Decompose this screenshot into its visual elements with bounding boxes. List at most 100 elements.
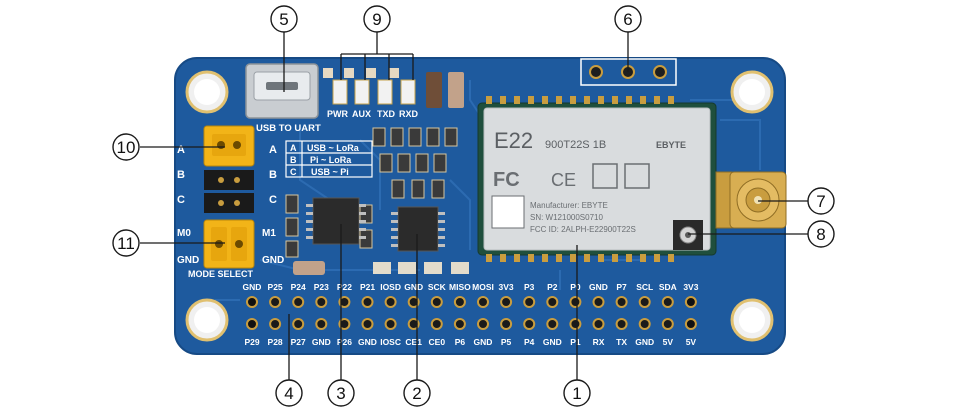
- gpio-bottom-label: 5V: [663, 337, 674, 347]
- gpio-bottom-label: P29: [244, 337, 259, 347]
- jumper-right-c: C: [269, 194, 277, 206]
- usb-uart-chip: [306, 197, 366, 245]
- gpio-pad: [315, 318, 328, 330]
- mode-value-c: USB ~ Pi: [311, 167, 349, 177]
- callout-4: 4: [275, 379, 303, 407]
- gpio-top-label: P21: [360, 282, 375, 292]
- gpio-top-label: SDA: [659, 282, 677, 292]
- gpio-pad: [661, 296, 674, 308]
- callout-markers: 1 2 3 4 5 6 7 8: [112, 5, 835, 407]
- gpio-pad: [661, 318, 674, 330]
- gpio-pad: [246, 318, 258, 330]
- gpio-top-label: MISO: [449, 282, 471, 292]
- callout-6: 6: [614, 5, 642, 33]
- gpio-top-label: P22: [337, 282, 352, 292]
- gpio-bottom-label: CE1: [405, 337, 422, 347]
- gpio-pad: [269, 296, 282, 308]
- jumper-gnd-left-label: GND: [177, 255, 199, 266]
- gpio-pad: [546, 296, 559, 308]
- gpio-bottom-label: GND: [474, 337, 493, 347]
- jumper-left-b: B: [177, 169, 185, 181]
- fcc-logo: FC: [493, 169, 520, 191]
- gpio-top-label: MOSI: [472, 282, 494, 292]
- jumper-left-c: C: [177, 194, 185, 206]
- gpio-pad: [569, 318, 582, 330]
- gpio-top-label: GND: [404, 282, 423, 292]
- callout-9: 9: [363, 5, 391, 33]
- gpio-pad: [523, 318, 536, 330]
- jumper-block-mode: M0 GND M1 GND MODE SELECT: [177, 219, 284, 279]
- gpio-bottom-label: GND: [635, 337, 654, 347]
- gpio-pad: [592, 318, 605, 330]
- mode-key-a: A: [290, 143, 297, 153]
- callout-10: 10: [112, 133, 140, 161]
- gpio-bottom-label: P4: [524, 337, 535, 347]
- gpio-top-label: 3V3: [499, 282, 514, 292]
- gpio-pad: [684, 296, 697, 308]
- svg-text:11: 11: [117, 234, 135, 253]
- status-leds: PWR AUX TXD RXD: [323, 68, 419, 119]
- gpio-pad: [384, 296, 397, 308]
- rohs-mark: [592, 163, 618, 189]
- gpio-top-label: GND: [589, 282, 608, 292]
- mode-table: A USB ~ LoRa B Pi ~ LoRa C USB ~ Pi: [285, 140, 373, 178]
- svg-text:7: 7: [816, 192, 825, 211]
- mode-select-label: MODE SELECT: [188, 269, 254, 279]
- led-label-aux: AUX: [352, 109, 371, 119]
- gpio-pad: [361, 296, 374, 308]
- gpio-pad: [684, 318, 697, 330]
- capacitors: [293, 72, 469, 275]
- gpio-bottom-label: P27: [291, 337, 306, 347]
- gpio-top-label: SCL: [636, 282, 653, 292]
- callout-8: 8: [807, 220, 835, 248]
- svg-text:3: 3: [336, 384, 345, 403]
- gpio-pad: [292, 296, 305, 308]
- gpio-top-label: P3: [524, 282, 535, 292]
- callout-2: 2: [403, 379, 431, 407]
- gpio-bottom-label: GND: [358, 337, 377, 347]
- svg-text:1: 1: [572, 384, 581, 403]
- jumper-block-uart: A B C A B C: [177, 125, 277, 213]
- gpio-pad: [292, 318, 305, 330]
- reach-mark: [624, 163, 650, 189]
- module-brand: EBYTE: [656, 140, 686, 150]
- gpio-bottom-label: P28: [268, 337, 283, 347]
- jumper-gnd-right-label: GND: [262, 255, 284, 266]
- gpio-pad: [407, 318, 420, 330]
- mode-value-a: USB ~ LoRa: [307, 143, 360, 153]
- callout-5: 5: [270, 5, 298, 33]
- qr-code: [491, 195, 525, 229]
- gpio-top-label: P25: [268, 282, 283, 292]
- gpio-bottom-label: CE0: [429, 337, 446, 347]
- gpio-pad: [430, 296, 443, 308]
- callout-lines: [140, 32, 808, 380]
- gpio-pad: [569, 296, 582, 308]
- gpio-pad: [338, 318, 351, 330]
- gpio-bottom-label: GND: [543, 337, 562, 347]
- gpio-top-label: P7: [616, 282, 627, 292]
- gpio-bottom-label: 5V: [686, 337, 697, 347]
- gpio-top-label: SCK: [428, 282, 447, 292]
- sma-antenna-connector: [715, 171, 787, 229]
- module-model-big: E22: [494, 128, 533, 153]
- gpio-pad: [615, 318, 628, 330]
- callout-1: 1: [563, 379, 591, 407]
- gpio-bottom-label: P6: [455, 337, 466, 347]
- lora-module: E22 900T22S 1B EBYTE FC CE Manufacturer:…: [477, 96, 717, 262]
- gpio-pad: [269, 318, 282, 330]
- svg-text:6: 6: [623, 10, 632, 29]
- module-model-small: 900T22S 1B: [545, 139, 606, 151]
- ce-logo: CE: [551, 170, 576, 190]
- gpio-bottom-label: GND: [312, 337, 331, 347]
- gpio-pad: [638, 318, 651, 330]
- gpio-pad: [453, 296, 466, 308]
- callout-7: 7: [807, 187, 835, 215]
- svg-text:10: 10: [117, 138, 136, 157]
- gpio-bottom-label: IOSC: [380, 337, 401, 347]
- gpio-bottom-label: RX: [593, 337, 605, 347]
- gpio-pad: [638, 296, 651, 308]
- svg-text:9: 9: [372, 10, 381, 29]
